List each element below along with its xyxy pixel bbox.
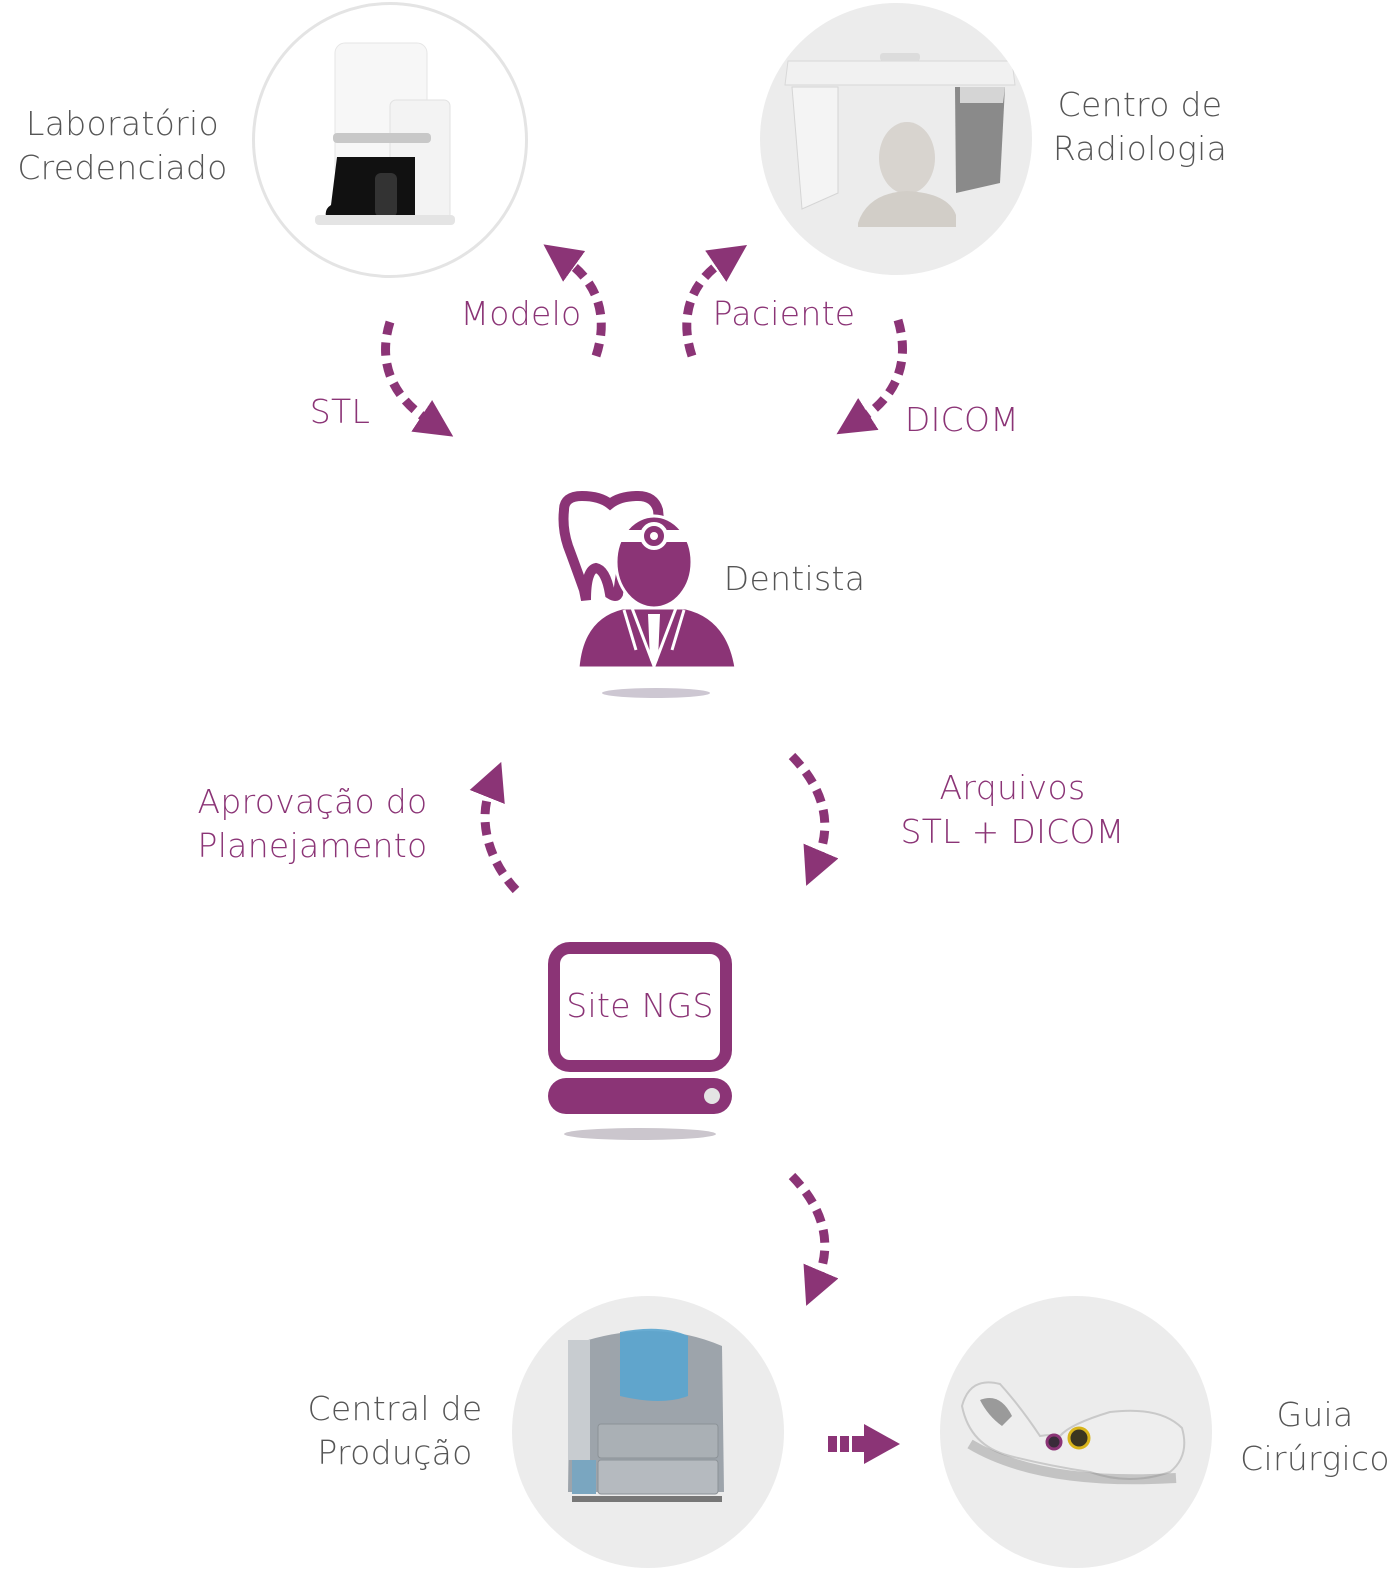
- edge-label-arquivos: Arquivos STL + DICOM: [890, 766, 1135, 854]
- radiologia-label-line1: Centro de: [1057, 85, 1223, 124]
- arrow-modelo: [543, 244, 606, 358]
- site-ngs-computer[interactable]: Site NGS: [548, 942, 732, 1154]
- edge-label-arquivos-line1: Arquivos: [939, 768, 1086, 807]
- 3d-printer-image: [568, 1328, 724, 1502]
- producao-circle: [512, 1296, 784, 1568]
- edge-label-dicom: DICOM: [904, 400, 1020, 439]
- arrow-guia: [828, 1424, 900, 1464]
- edge-label-aprovacao: Aprovação do Planejamento: [180, 780, 445, 868]
- edge-label-arquivos-line2: STL + DICOM: [900, 812, 1125, 851]
- arrow-stl: [381, 320, 454, 437]
- dentist-with-tooth-icon: [558, 490, 738, 698]
- arrow-producao: [788, 1172, 839, 1306]
- laboratorio-label-line1: Laboratório: [26, 104, 219, 143]
- radiologia-label-line2: Radiologia: [1052, 129, 1228, 168]
- laboratorio-label-line2: Credenciado: [17, 148, 228, 187]
- computer-icon: [548, 942, 732, 1140]
- edge-label-paciente: Paciente: [712, 294, 856, 333]
- laboratorio-circle: [252, 2, 528, 278]
- guia-circle: [940, 1296, 1212, 1568]
- arrow-dicom: [836, 318, 907, 435]
- producao-label-line1: Central de: [307, 1389, 483, 1428]
- dental-scanner-image: [315, 42, 455, 225]
- arrow-arquivos: [788, 752, 839, 886]
- surgical-guide-image: [960, 1381, 1186, 1485]
- radiologia-circle: [760, 3, 1032, 275]
- guia-label-line1: Guia: [1276, 1395, 1354, 1434]
- dentista-label: Dentista: [723, 559, 866, 598]
- edge-label-aprovacao-line1: Aprovação do: [197, 782, 428, 821]
- radiologia-label: Centro de Radiologia: [1040, 83, 1240, 171]
- producao-label-line2: Produção: [317, 1433, 473, 1472]
- edge-label-stl: STL: [309, 392, 371, 431]
- guia-label-line2: Cirúrgico: [1240, 1439, 1390, 1478]
- ct-scanner-image: [784, 53, 1016, 227]
- edge-label-aprovacao-line2: Planejamento: [197, 826, 428, 865]
- laboratorio-label: Laboratório Credenciado: [0, 102, 245, 190]
- site-ngs-screen-text: Site NGS: [566, 986, 714, 1025]
- producao-label: Central de Produção: [300, 1387, 490, 1475]
- arrow-paciente: [682, 245, 748, 358]
- edge-label-modelo: Modelo: [460, 294, 582, 333]
- arrow-aprovacao: [469, 761, 520, 894]
- guia-label: Guia Cirúrgico: [1230, 1393, 1400, 1481]
